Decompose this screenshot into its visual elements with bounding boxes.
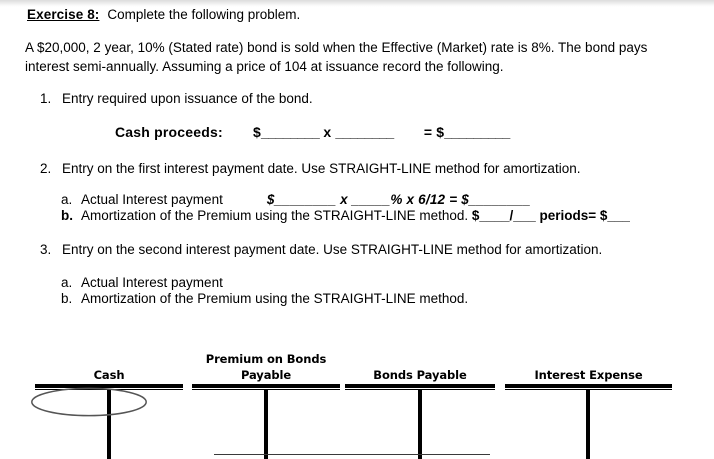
cash-proceeds-line: Cash proceeds: $________ x ________ = $_… [115, 123, 510, 141]
requirement-3-item-a-text: Actual Interest payment [81, 275, 223, 290]
requirement-3-item-a-letter: a. [61, 275, 73, 290]
cash-proceeds-dollar-1: $ [252, 124, 261, 140]
cash-proceeds-equals: = $ [423, 124, 445, 140]
t-account-bonds-payable-stem [418, 390, 422, 459]
requirement-2-item-a-text: Actual Interest payment [81, 192, 223, 207]
bottom-divider-rule [214, 454, 490, 455]
requirement-2-item-a-formula[interactable]: $________ x _____% x 6/12 = $________ [266, 192, 531, 207]
requirement-3-item-b-letter: b. [61, 291, 73, 306]
requirement-1-number: 1. [40, 91, 52, 106]
cash-proceeds-blank-1[interactable]: ________ [260, 124, 320, 140]
t-account-interest-expense: Interest Expense [505, 340, 672, 459]
requirement-3-text: Entry on the second interest payment dat… [62, 242, 603, 257]
requirement-1-text: Entry required upon issuance of the bond… [62, 91, 313, 106]
t-account-interest-expense-title: Interest Expense [534, 368, 643, 382]
t-account-premium-title-line-2: Payable [240, 368, 292, 382]
cash-proceeds-label: Cash proceeds: [115, 124, 223, 140]
requirement-3-number: 3. [40, 242, 52, 257]
t-account-cash-title: Cash [93, 368, 125, 382]
requirement-3-item-b-text: Amortization of the Premium using the ST… [81, 291, 469, 306]
t-account-cash: Cash [35, 340, 183, 459]
t-account-interest-expense-top-rule [505, 384, 672, 390]
exercise-instruction: Complete the following problem. [107, 7, 301, 22]
requirement-2: 2. Entry on the first interest payment da… [40, 160, 580, 178]
requirement-2-number: 2. [40, 161, 52, 176]
requirement-3: 3. Entry on the second interest payment d… [40, 241, 602, 259]
requirement-2-item-a: a. Actual Interest payment $________ x ___… [61, 192, 531, 208]
requirement-2-text: Entry on the first interest payment date… [62, 161, 581, 176]
t-account-interest-expense-stem [586, 390, 590, 459]
requirement-1: 1. Entry required upon issuance of the bo… [40, 90, 313, 108]
t-account-bonds-payable-title: Bonds Payable [373, 368, 467, 382]
scan-gradient-band [0, 0, 714, 7]
requirement-2-item-a-letter: a. [61, 192, 73, 207]
requirement-2-item-b: b. Amortization of the Premium using the … [61, 208, 630, 224]
cash-proceeds-blank-2[interactable]: ________ [335, 124, 394, 140]
t-account-cash-stem [107, 390, 111, 459]
t-account-premium-top-rule [192, 384, 340, 390]
problem-statement: A $20,000, 2 year, 10% (Stated rate) bon… [25, 40, 648, 74]
t-account-row: Cash Premium on Bonds Payable Bonds Paya… [0, 340, 714, 459]
exercise-label: Exercise 8: [27, 7, 100, 22]
t-account-premium-stem [264, 390, 268, 459]
requirement-2-item-b-letter: b. [61, 208, 73, 223]
t-account-premium-title-line-1: Premium on Bonds [205, 352, 327, 366]
cash-proceeds-blank-3[interactable]: _________ [444, 124, 510, 140]
t-account-premium-on-bonds-payable: Premium on Bonds Payable [192, 340, 340, 459]
requirement-2-item-b-text: Amortization of the Premium using the ST… [81, 208, 469, 223]
t-account-bonds-payable-top-rule [345, 384, 495, 390]
cash-proceeds-operator: x [323, 124, 332, 140]
requirement-3-item-a: a. Actual Interest payment [61, 275, 223, 291]
exercise-heading: Exercise 8: Complete the following proble… [27, 6, 300, 23]
requirement-3-item-b: b. Amortization of the Premium using the … [61, 291, 468, 307]
t-account-bonds-payable: Bonds Payable [345, 340, 495, 459]
requirement-2-item-b-formula[interactable]: $____/___ periods= $___ [471, 208, 630, 223]
